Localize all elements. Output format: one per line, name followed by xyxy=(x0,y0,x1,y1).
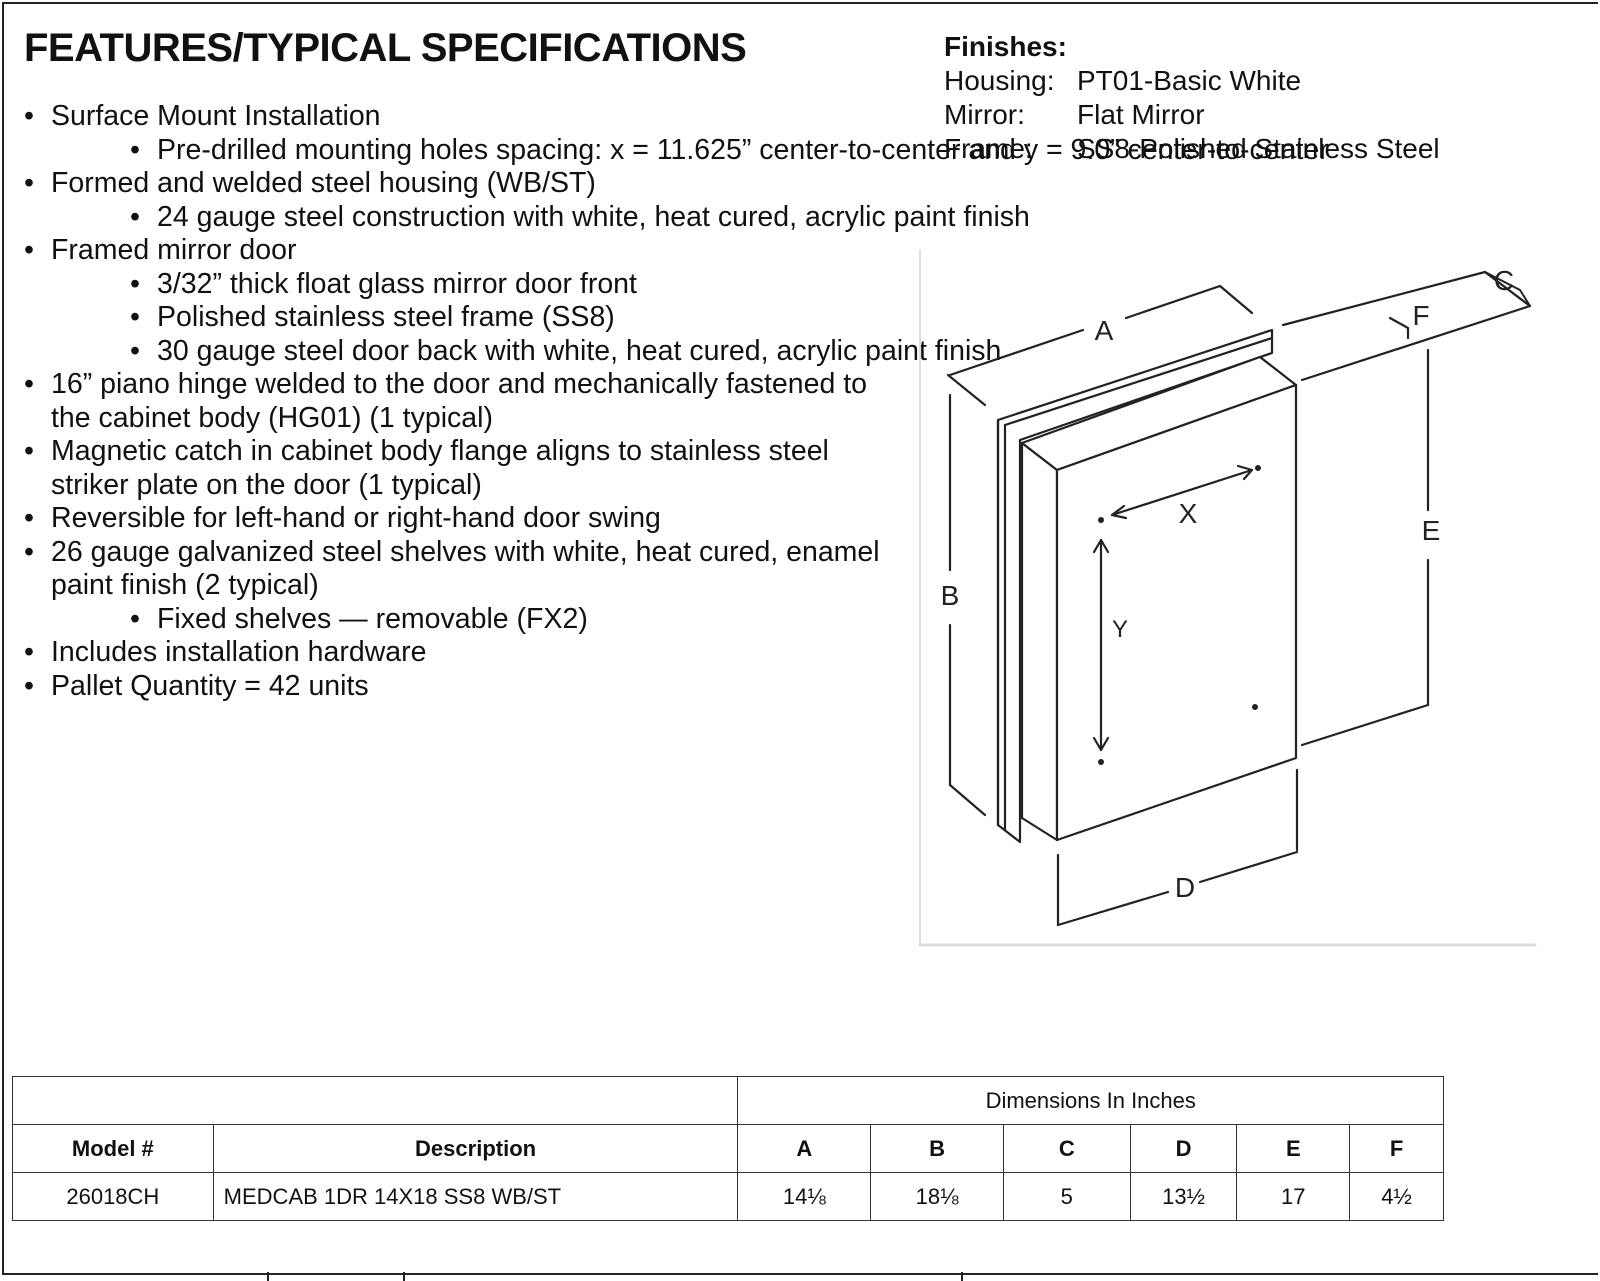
features-title: FEATURES/TYPICAL SPECIFICATIONS xyxy=(24,26,747,70)
feature-item: Reversible for left-hand or right-hand d… xyxy=(24,502,891,536)
table-header-row: Model # Description A B C D E F xyxy=(12,1124,1444,1173)
dimensions-group-header: Dimensions In Inches xyxy=(737,1076,1444,1125)
finishes-panel: Finishes: Housing: PT01-Basic White Mirr… xyxy=(944,30,1440,166)
feature-sublist: 24 gauge steel construction with white, … xyxy=(24,201,1329,235)
col-header-a: A xyxy=(737,1124,872,1173)
table-blank-cell xyxy=(11,1076,739,1125)
dim-label-f: F xyxy=(1412,300,1429,331)
feature-item: Framed mirror door xyxy=(24,234,891,268)
feature-item: Magnetic catch in cabinet body flange al… xyxy=(24,435,891,502)
feature-text: Formed and welded steel housing (WB/ST) xyxy=(51,167,596,199)
cabinet-door xyxy=(1020,441,1059,842)
dim-label-x: X xyxy=(1179,498,1198,529)
cell-b: 18⅛ xyxy=(870,1172,1004,1221)
finish-label: Frame: xyxy=(944,133,1033,164)
dim-label-d: D xyxy=(1175,872,1195,903)
feature-text: Includes installation hardware xyxy=(51,636,427,668)
cabinet-dimension-drawing: A B C D E F X Y xyxy=(918,249,1537,947)
finish-label: Mirror: xyxy=(944,99,1025,130)
feature-text: Magnetic catch in cabinet body flange al… xyxy=(51,435,829,501)
feature-sublist: Fixed shelves — removable (FX2) xyxy=(24,603,1329,637)
feature-text: Reversible for left-hand or right-hand d… xyxy=(51,502,661,534)
finishes-heading: Finishes: xyxy=(944,31,1067,62)
col-header-f: F xyxy=(1349,1124,1444,1173)
finish-row-frame: Frame: SS8-Polished Stainless Steel xyxy=(944,132,1440,166)
feature-subitem: 24 gauge steel construction with white, … xyxy=(130,201,1329,235)
feature-item: 26 gauge galvanized steel shelves with w… xyxy=(24,536,891,603)
feature-text: 26 gauge galvanized steel shelves with w… xyxy=(51,535,880,602)
mounting-hole xyxy=(1252,704,1258,710)
mounting-hole xyxy=(1098,517,1104,523)
col-header-c: C xyxy=(1002,1124,1131,1173)
cell-e: 17 xyxy=(1236,1172,1351,1221)
feature-subitem: 30 gauge steel door back with white, hea… xyxy=(130,335,1329,369)
dim-label-e: E xyxy=(1422,515,1441,546)
feature-text: 16” piano hinge welded to the door and m… xyxy=(51,368,867,434)
feature-subitem: 3/32” thick float glass mirror door fron… xyxy=(130,268,1329,302)
dim-label-a: A xyxy=(1095,315,1114,346)
feature-subitem: Fixed shelves — removable (FX2) xyxy=(130,603,1329,637)
features-list: Surface Mount InstallationPre-drilled mo… xyxy=(24,100,1329,703)
cell-model: 26018CH xyxy=(12,1172,214,1221)
cell-f: 4½ xyxy=(1349,1172,1444,1221)
cell-d: 13½ xyxy=(1129,1172,1238,1221)
feature-text: Surface Mount Installation xyxy=(51,100,381,132)
cell-a: 14⅛ xyxy=(737,1172,872,1221)
table-group-header-row: Dimensions In Inches xyxy=(11,1076,1444,1125)
finish-value: Flat Mirror xyxy=(1077,99,1205,130)
feature-subitem: Polished stainless steel frame (SS8) xyxy=(130,301,1329,335)
finish-row-housing: Housing: PT01-Basic White xyxy=(944,64,1440,98)
dim-label-c: C xyxy=(1494,265,1514,296)
feature-text: Framed mirror door xyxy=(51,234,297,266)
feature-item: Includes installation hardware xyxy=(24,636,891,670)
mounting-hole xyxy=(1098,759,1104,765)
cell-c: 5 xyxy=(1002,1172,1131,1221)
feature-item: Formed and welded steel housing (WB/ST) xyxy=(24,167,891,201)
finish-value: SS8-Polished Stainless Steel xyxy=(1077,133,1440,164)
mounting-hole xyxy=(1255,465,1261,471)
bottom-border-ticks xyxy=(267,1272,963,1281)
col-header-description: Description xyxy=(212,1124,739,1173)
dimensions-table: Dimensions In Inches Model # Description… xyxy=(11,1076,1444,1221)
dim-label-y: Y xyxy=(1112,616,1128,643)
feature-text: Pallet Quantity = 42 units xyxy=(51,669,369,702)
finish-label: Housing: xyxy=(944,65,1055,96)
feature-sublist: Pre-drilled mounting holes spacing: x = … xyxy=(24,134,1329,168)
feature-item: Surface Mount Installation xyxy=(24,100,891,134)
finish-row-mirror: Mirror: Flat Mirror xyxy=(944,98,1440,132)
feature-item: Pallet Quantity = 42 units xyxy=(24,670,891,704)
feature-subitem: Pre-drilled mounting holes spacing: x = … xyxy=(130,134,1329,168)
finish-value: PT01-Basic White xyxy=(1077,65,1302,96)
col-header-model: Model # xyxy=(12,1124,214,1173)
table-row: 26018CH MEDCAB 1DR 14X18 SS8 WB/ST 14⅛ 1… xyxy=(12,1172,1444,1221)
dim-label-b: B xyxy=(941,580,960,611)
feature-sublist: 3/32” thick float glass mirror door fron… xyxy=(24,268,1329,369)
col-header-e: E xyxy=(1236,1124,1351,1173)
feature-item: 16” piano hinge welded to the door and m… xyxy=(24,368,891,435)
cell-description: MEDCAB 1DR 14X18 SS8 WB/ST xyxy=(212,1172,739,1221)
col-header-d: D xyxy=(1129,1124,1238,1173)
col-header-b: B xyxy=(870,1124,1004,1173)
